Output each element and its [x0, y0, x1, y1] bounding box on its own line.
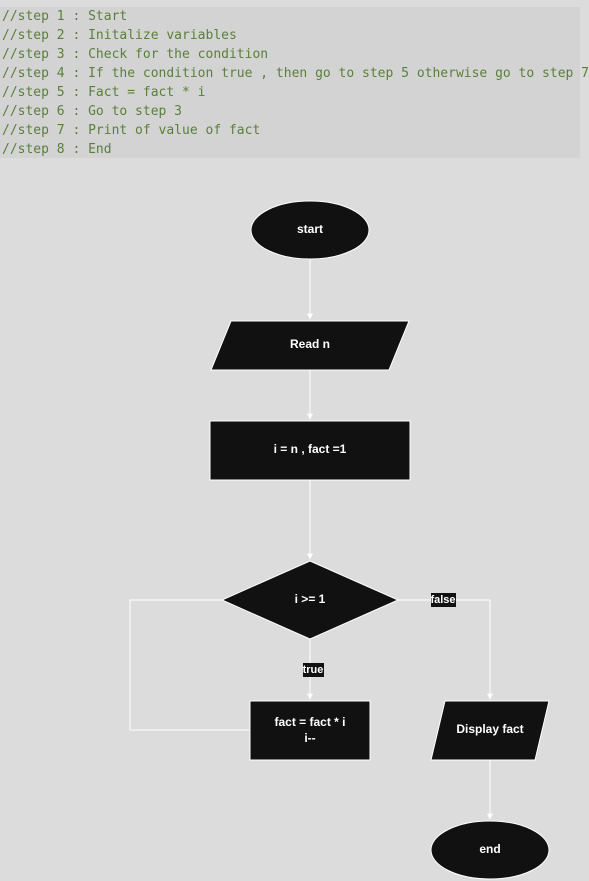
- pseudocode-block: //step 1 : Start //step 2 : Initalize va…: [0, 7, 589, 158]
- init-label: i = n , fact =1: [274, 442, 347, 456]
- end-label: end: [479, 842, 500, 856]
- loop-body-node: fact = fact * i i--: [249, 700, 371, 761]
- display-label: Display fact: [456, 722, 523, 736]
- display-output-node: Display fact: [430, 700, 550, 761]
- edge-body-loop-back: [129, 599, 249, 731]
- end-node: end: [430, 820, 550, 880]
- read-label: Read n: [290, 337, 330, 351]
- code-line-step-4: //step 4 : If the condition true , then …: [2, 66, 589, 81]
- condition-label: i >= 1: [295, 592, 326, 606]
- true-label-text: true: [303, 664, 324, 676]
- code-line-step-3: //step 3 : Check for the condition: [2, 47, 269, 62]
- start-node: start: [250, 200, 370, 260]
- body-label-line-1: fact = fact * i: [274, 715, 345, 729]
- false-label-text: false: [430, 594, 455, 606]
- body-label-line-2: i--: [304, 731, 315, 745]
- code-line-step-5: //step 5 : Fact = fact * i: [2, 85, 206, 100]
- code-line-step-8: //step 8 : End: [2, 142, 112, 157]
- edge-cond-to-display: [398, 599, 493, 700]
- read-input-node: Read n: [210, 320, 410, 371]
- condition-node: i >= 1: [220, 560, 400, 640]
- code-line-step-7: //step 7 : Print of value of fact: [2, 123, 261, 138]
- connectors: [129, 258, 493, 820]
- code-line-step-1: //step 1 : Start: [2, 9, 128, 24]
- true-edge-label: true: [303, 663, 324, 677]
- init-process-node: i = n , fact =1: [209, 420, 411, 481]
- code-line-step-2: //step 2 : Initalize variables: [2, 28, 237, 43]
- code-line-step-6: //step 6 : Go to step 3: [2, 104, 183, 119]
- start-label: start: [297, 222, 323, 236]
- false-edge-label: false: [430, 593, 456, 607]
